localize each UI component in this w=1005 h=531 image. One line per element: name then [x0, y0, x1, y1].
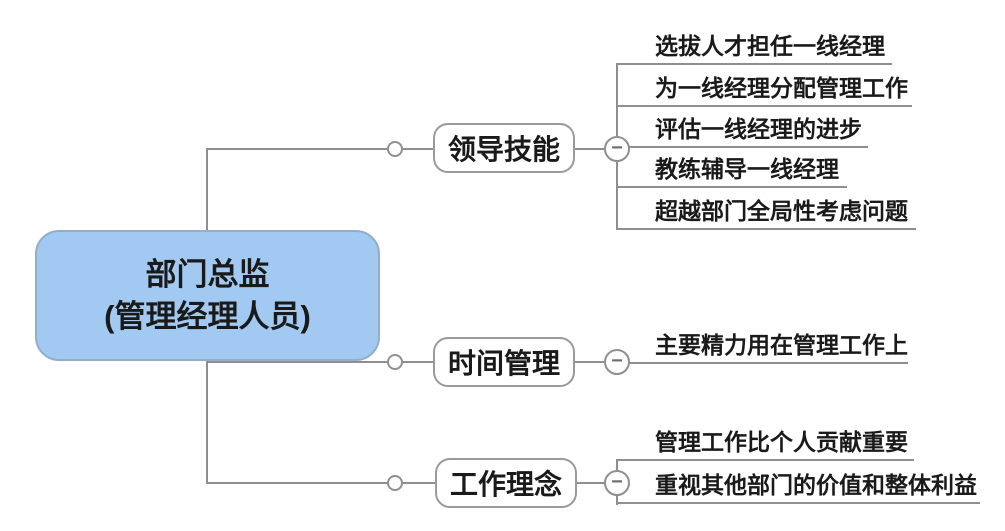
leaf-node[interactable]: 重视其他部门的价值和整体利益 [616, 468, 980, 504]
leaf-label: 超越部门全局性考虑问题 [655, 198, 908, 224]
leaf-node[interactable]: 评估一线经理的进步 [616, 112, 868, 148]
leaf-node[interactable]: 超越部门全局性考虑问题 [616, 194, 916, 230]
leaf-label: 选拔人才担任一线经理 [655, 33, 885, 59]
leaf-label: 教练辅导一线经理 [655, 156, 839, 182]
connector-line [206, 148, 433, 150]
root-node[interactable]: 部门总监 (管理经理人员) [35, 230, 380, 361]
branch-label: 工作理念 [449, 469, 562, 500]
leaf-node[interactable]: 选拔人才担任一线经理 [616, 29, 892, 65]
leaf-label: 为一线经理分配管理工作 [655, 75, 908, 101]
root-title-line2: (管理经理人员) [104, 298, 311, 334]
connector-line [206, 482, 435, 484]
connector-line [575, 148, 617, 150]
leaf-label: 重视其他部门的价值和整体利益 [655, 472, 977, 498]
branch-node-time[interactable]: 时间管理 [433, 337, 575, 387]
collapse-button[interactable]: − [604, 470, 630, 496]
junction-dot-icon [387, 141, 403, 157]
leaf-label: 评估一线经理的进步 [655, 116, 862, 142]
connector-line [575, 482, 617, 484]
leaf-node[interactable]: 管理工作比个人贡献重要 [616, 425, 914, 461]
branch-label: 时间管理 [447, 348, 560, 379]
branch-node-leadership[interactable]: 领导技能 [433, 123, 575, 173]
collapse-button[interactable]: − [604, 136, 630, 162]
branch-label: 领导技能 [447, 134, 560, 165]
collapse-button[interactable]: − [604, 349, 630, 375]
connector-line [206, 361, 433, 363]
collapse-minus-icon: − [611, 137, 623, 159]
leaf-node[interactable]: 为一线经理分配管理工作 [616, 71, 912, 107]
collapse-minus-icon: − [611, 350, 623, 372]
collapse-minus-icon: − [611, 471, 623, 493]
leaf-label: 管理工作比个人贡献重要 [655, 429, 908, 455]
leaf-label: 主要精力用在管理工作上 [655, 332, 908, 358]
leaf-node[interactable]: 教练辅导一线经理 [616, 152, 847, 188]
root-title-line1: 部门总监 [145, 256, 270, 292]
junction-dot-icon [387, 354, 403, 370]
connector-line [575, 361, 630, 363]
branch-node-philosophy[interactable]: 工作理念 [435, 458, 577, 508]
junction-dot-icon [387, 475, 403, 491]
leaf-node[interactable]: 主要精力用在管理工作上 [616, 328, 908, 364]
